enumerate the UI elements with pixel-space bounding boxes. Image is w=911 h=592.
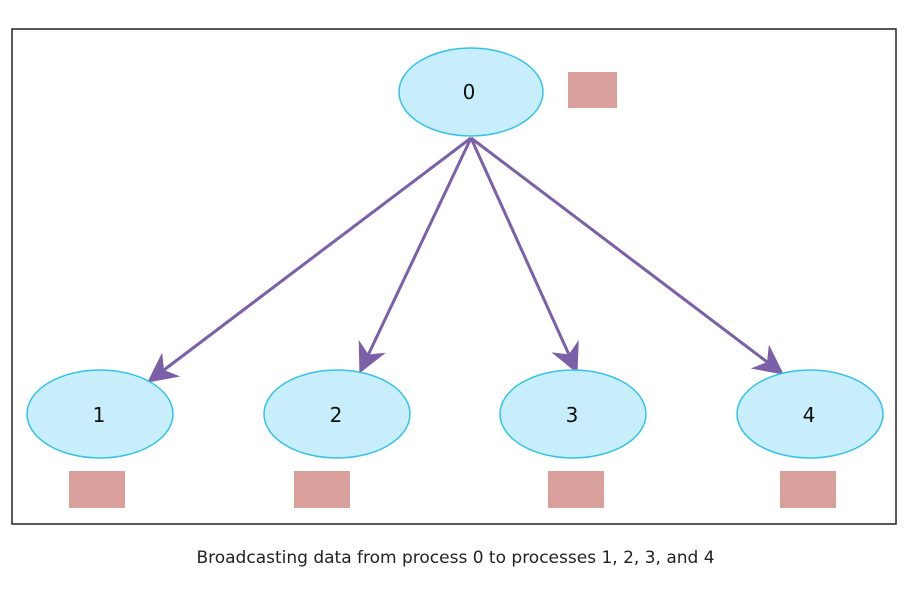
data-block-4 <box>780 471 836 508</box>
process-node-3 <box>499 369 647 459</box>
data-block-1 <box>69 471 125 508</box>
process-label-3: 3 <box>566 403 579 427</box>
data-block-2 <box>294 471 350 508</box>
data-block-3 <box>548 471 604 508</box>
process-label-0: 0 <box>463 80 476 104</box>
diagram-frame <box>11 28 897 525</box>
process-label-2: 2 <box>330 403 343 427</box>
process-node-2 <box>263 369 411 459</box>
figure-caption: Broadcasting data from process 0 to proc… <box>196 548 715 568</box>
process-label-4: 4 <box>803 403 816 427</box>
process-node-4 <box>736 369 884 459</box>
arrow-0-to-3 <box>469 137 579 374</box>
arrow-0-to-4 <box>470 136 784 375</box>
process-node-0 <box>398 47 544 137</box>
process-node-1 <box>26 369 174 459</box>
data-block-0 <box>568 72 617 108</box>
arrow-0-to-2 <box>358 137 473 374</box>
arrow-0-to-1 <box>147 136 472 383</box>
process-label-1: 1 <box>93 403 106 427</box>
